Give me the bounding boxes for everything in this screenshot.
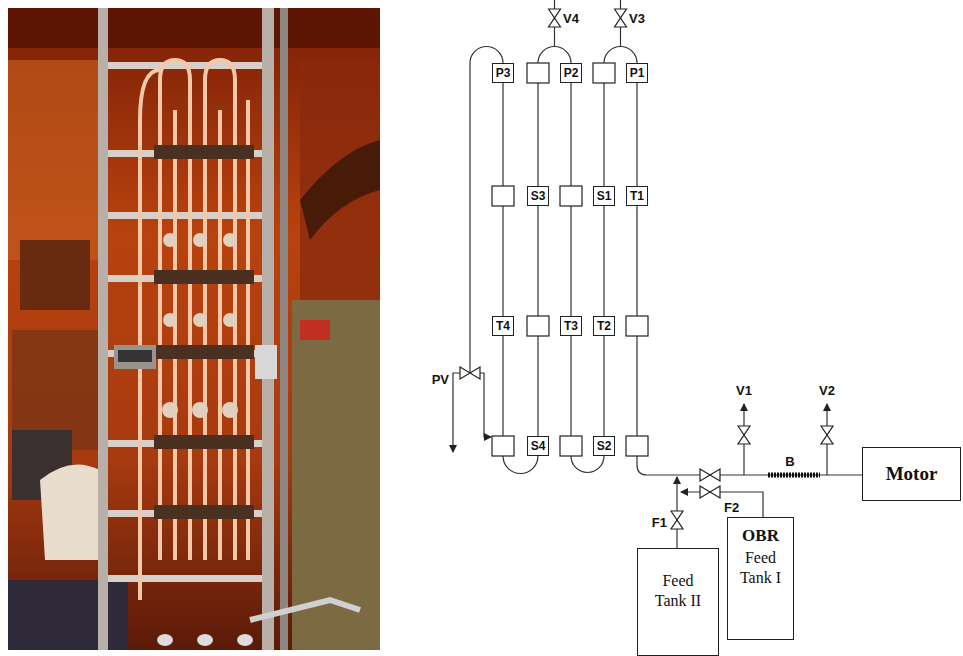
node-label: OBR	[742, 526, 779, 546]
tube-line	[636, 83, 637, 186]
motor-box: Motor	[862, 447, 961, 501]
sensor-box: P3	[492, 63, 514, 83]
sensor-box: T4	[492, 316, 514, 336]
sensor-box: T2	[593, 316, 615, 336]
node-label: P1	[630, 66, 645, 80]
node-label: P2	[564, 66, 579, 80]
node-label: Motor	[886, 463, 938, 485]
sensor-box: S3	[527, 186, 549, 206]
node-label: T1	[630, 189, 644, 203]
valve-label: V3	[629, 11, 645, 26]
node-label: P3	[496, 66, 511, 80]
valve-label: F1	[652, 515, 667, 530]
valve-label: V1	[736, 383, 752, 398]
node-label: S3	[531, 189, 546, 203]
node-label: T2	[597, 319, 611, 333]
valve-label: PV	[432, 372, 449, 387]
node-label: S1	[597, 189, 612, 203]
sensor-box: S1	[593, 186, 615, 206]
node-label: Feed Tank II	[647, 571, 709, 611]
sensor-box: T1	[626, 186, 648, 206]
sensor-box: T3	[560, 316, 582, 336]
sensor-box: S2	[593, 436, 615, 456]
feed-tank: Feed Tank II	[637, 548, 719, 656]
tube-line	[603, 206, 604, 316]
sensor-box: P1	[626, 63, 648, 83]
valve-label: B	[785, 454, 794, 469]
sensor-box: P2	[560, 63, 582, 83]
tube-line	[603, 336, 604, 436]
node-label: S4	[531, 439, 546, 453]
sensor-box: S4	[527, 436, 549, 456]
feed-tank: OBRFeed Tank I	[727, 517, 794, 640]
node-text: Feed Tank I	[733, 548, 789, 588]
valve-label: V2	[819, 383, 835, 398]
node-label: S2	[597, 439, 612, 453]
node-label: T4	[496, 319, 510, 333]
node-label: T3	[564, 319, 578, 333]
valve-label: F2	[724, 500, 739, 515]
valve-label: V4	[563, 11, 579, 26]
